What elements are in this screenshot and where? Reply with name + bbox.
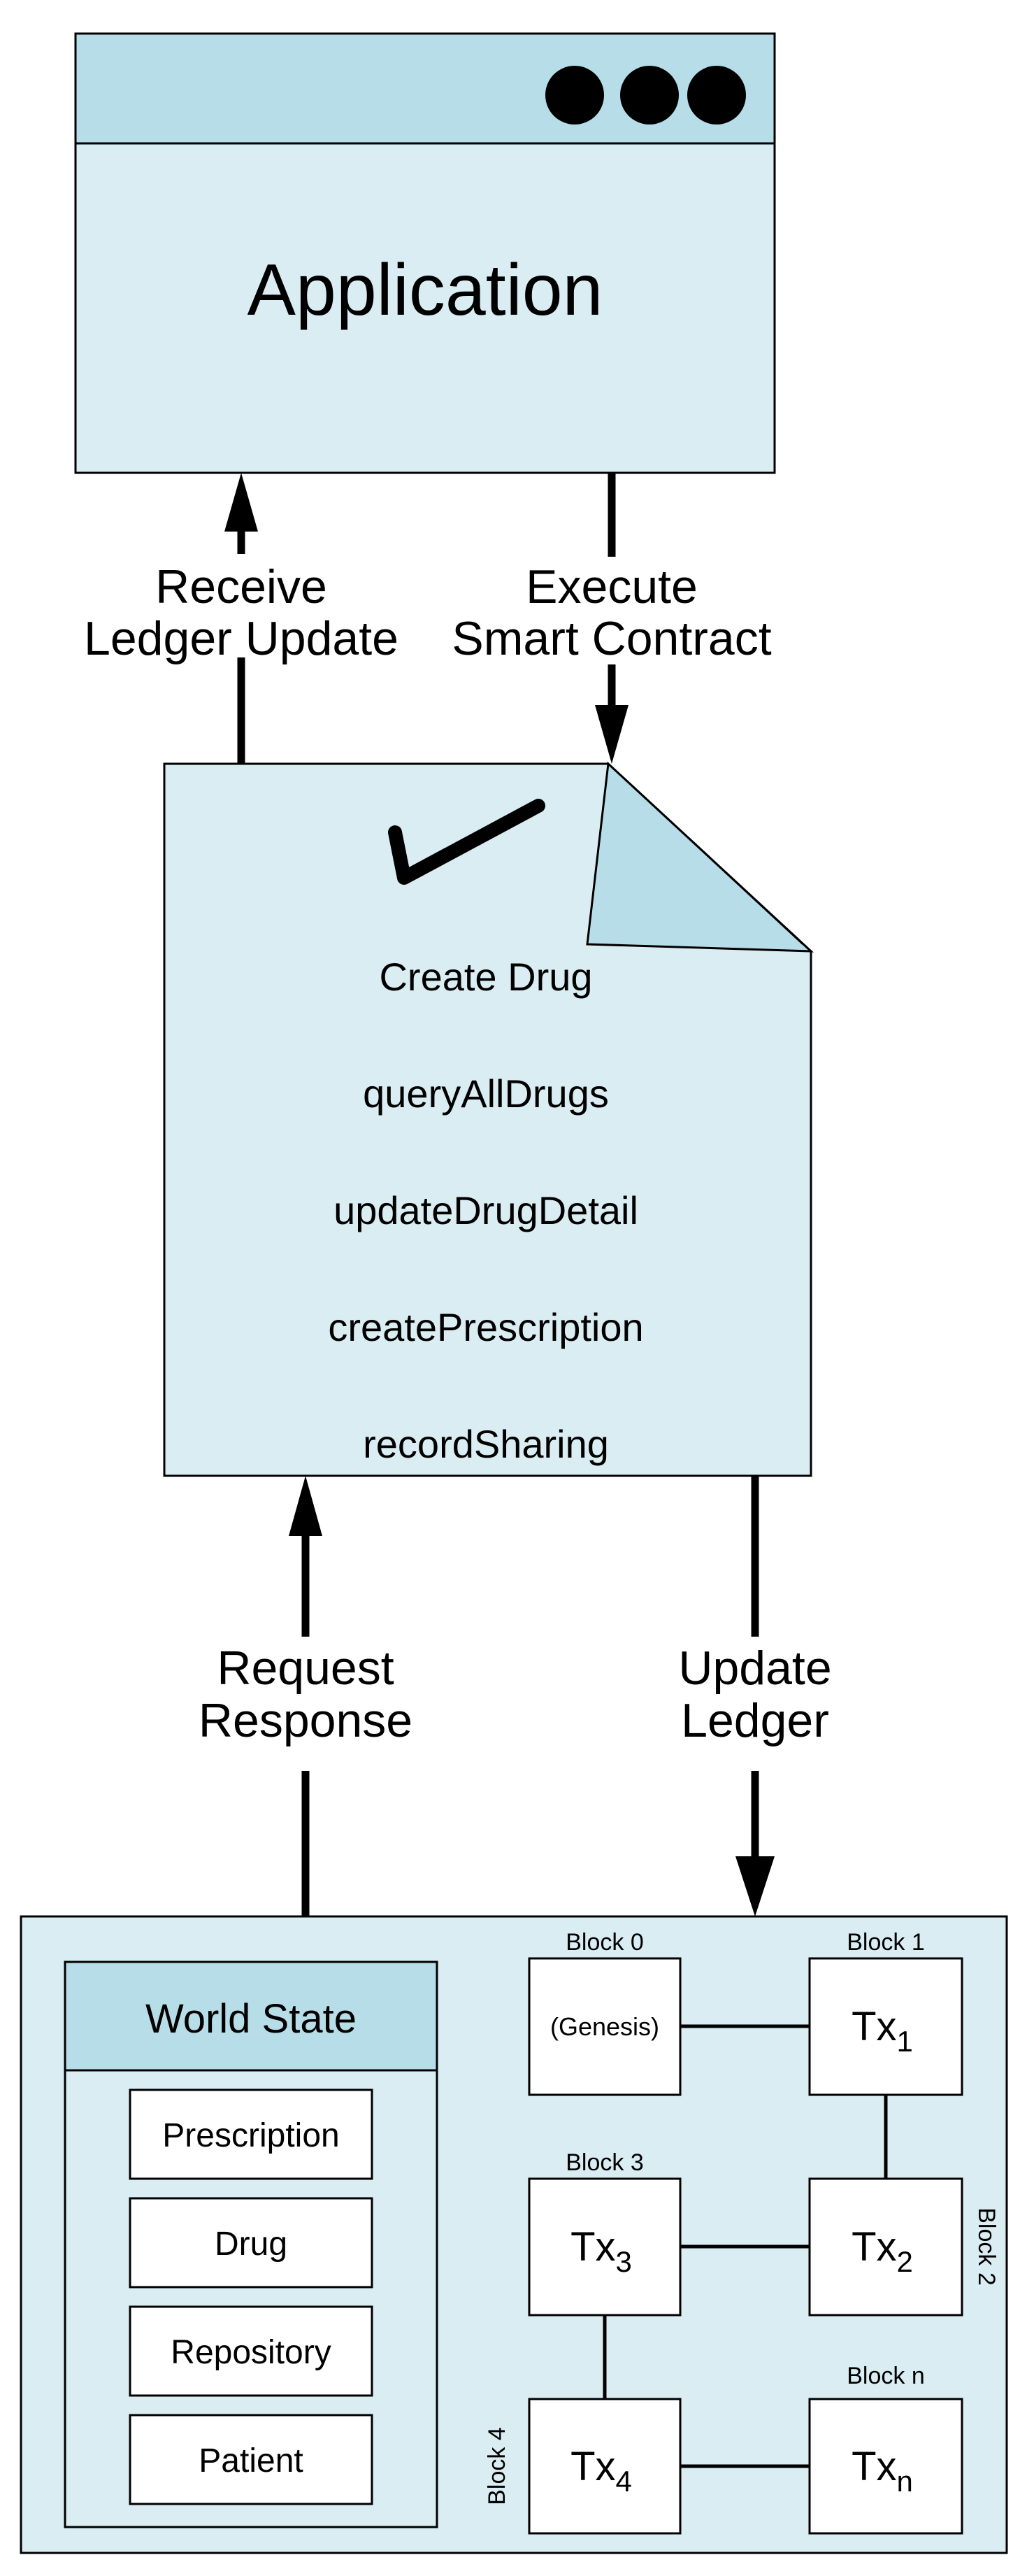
world-state-item-box — [129, 2088, 373, 2180]
world-state-item-prescription: Prescription — [162, 2117, 339, 2154]
block-box — [528, 2177, 682, 2317]
execute-label-line2: Smart Contract — [452, 612, 771, 665]
update-label-line2: Ledger — [681, 1694, 829, 1747]
transaction-label: Tx2 — [852, 2224, 913, 2278]
world-state-item-box — [129, 2197, 373, 2289]
update-ledger-flow: Update Ledger — [678, 1476, 832, 1916]
block-4: Block 4 Tx4 — [484, 2398, 682, 2535]
block-box — [808, 1957, 963, 2096]
block-label: Block 3 — [566, 2149, 644, 2176]
block-label: Block 4 — [484, 2427, 510, 2505]
transaction-label: Tx1 — [852, 2004, 913, 2058]
genesis-label: (Genesis) — [550, 2012, 659, 2041]
block-links — [603, 2024, 888, 2468]
function-update-drug-detail: updateDrugDetail — [333, 1188, 638, 1232]
world-state-item-box — [129, 2305, 373, 2397]
arrow-up-icon — [224, 473, 258, 532]
function-create-prescription: createPrescription — [328, 1305, 643, 1349]
transaction-label: Tx3 — [570, 2224, 632, 2278]
block-n: Block n Txn — [808, 2363, 963, 2535]
receive-label-line2: Ledger Update — [84, 612, 398, 665]
world-state-header — [64, 1961, 438, 2072]
function-query-all-drugs: queryAllDrugs — [363, 1072, 609, 1116]
receive-label-line1: Receive — [155, 560, 327, 613]
block-box — [808, 2177, 963, 2317]
page-fold-icon — [586, 761, 814, 953]
block-label: Block 1 — [847, 1929, 925, 1956]
arrow-up-icon — [289, 1476, 322, 1536]
block-box — [528, 1957, 682, 2096]
world-state-item-repository: Repository — [171, 2334, 331, 2371]
ledger-panel: World State Prescription Drug Repository… — [20, 1915, 1008, 2554]
block-box — [528, 2398, 682, 2535]
block-1: Block 1 Tx1 — [808, 1929, 963, 2096]
request-response-flow: Request Response — [199, 1476, 412, 1916]
window-dot-icon — [545, 66, 604, 124]
execute-smart-contract-flow: Execute Smart Contract — [452, 473, 772, 764]
transaction-label: Tx4 — [570, 2444, 632, 2498]
block-label: Block n — [847, 2363, 925, 2389]
window-dot-icon — [687, 66, 746, 124]
world-state-title: World State — [145, 1996, 357, 2042]
application-window: Application — [74, 32, 776, 474]
request-label-line2: Response — [199, 1694, 412, 1747]
application-title: Application — [247, 250, 603, 331]
block-0: Block 0 (Genesis) — [528, 1929, 682, 2096]
world-state-item-box — [129, 2414, 373, 2505]
block-label: Block 0 — [566, 1929, 644, 1956]
execute-label-line1: Execute — [526, 560, 698, 613]
world-state-item-patient: Patient — [199, 2442, 303, 2479]
receive-ledger-update-flow: Receive Ledger Update — [84, 473, 398, 764]
block-label: Block 2 — [973, 2207, 1000, 2286]
arrow-down-icon — [595, 705, 629, 764]
request-label-line1: Request — [217, 1642, 394, 1695]
world-state-panel: World State Prescription Drug Repository… — [64, 1961, 438, 2528]
arrow-down-icon — [735, 1856, 775, 1916]
checkmark-icon — [388, 799, 545, 885]
block-box — [808, 2398, 963, 2535]
world-state-item-drug: Drug — [215, 2226, 287, 2263]
update-label-line1: Update — [678, 1642, 831, 1695]
function-record-sharing: recordSharing — [363, 1422, 609, 1466]
window-dot-icon — [620, 66, 679, 124]
block-2: Block 2 Tx2 — [808, 2177, 1000, 2317]
function-create-drug: Create Drug — [379, 955, 592, 999]
block-3: Block 3 Tx3 — [528, 2149, 682, 2317]
smart-contract-document: Create Drug queryAllDrugs updateDrugDeta… — [163, 761, 814, 1477]
transaction-label: Txn — [852, 2444, 913, 2498]
